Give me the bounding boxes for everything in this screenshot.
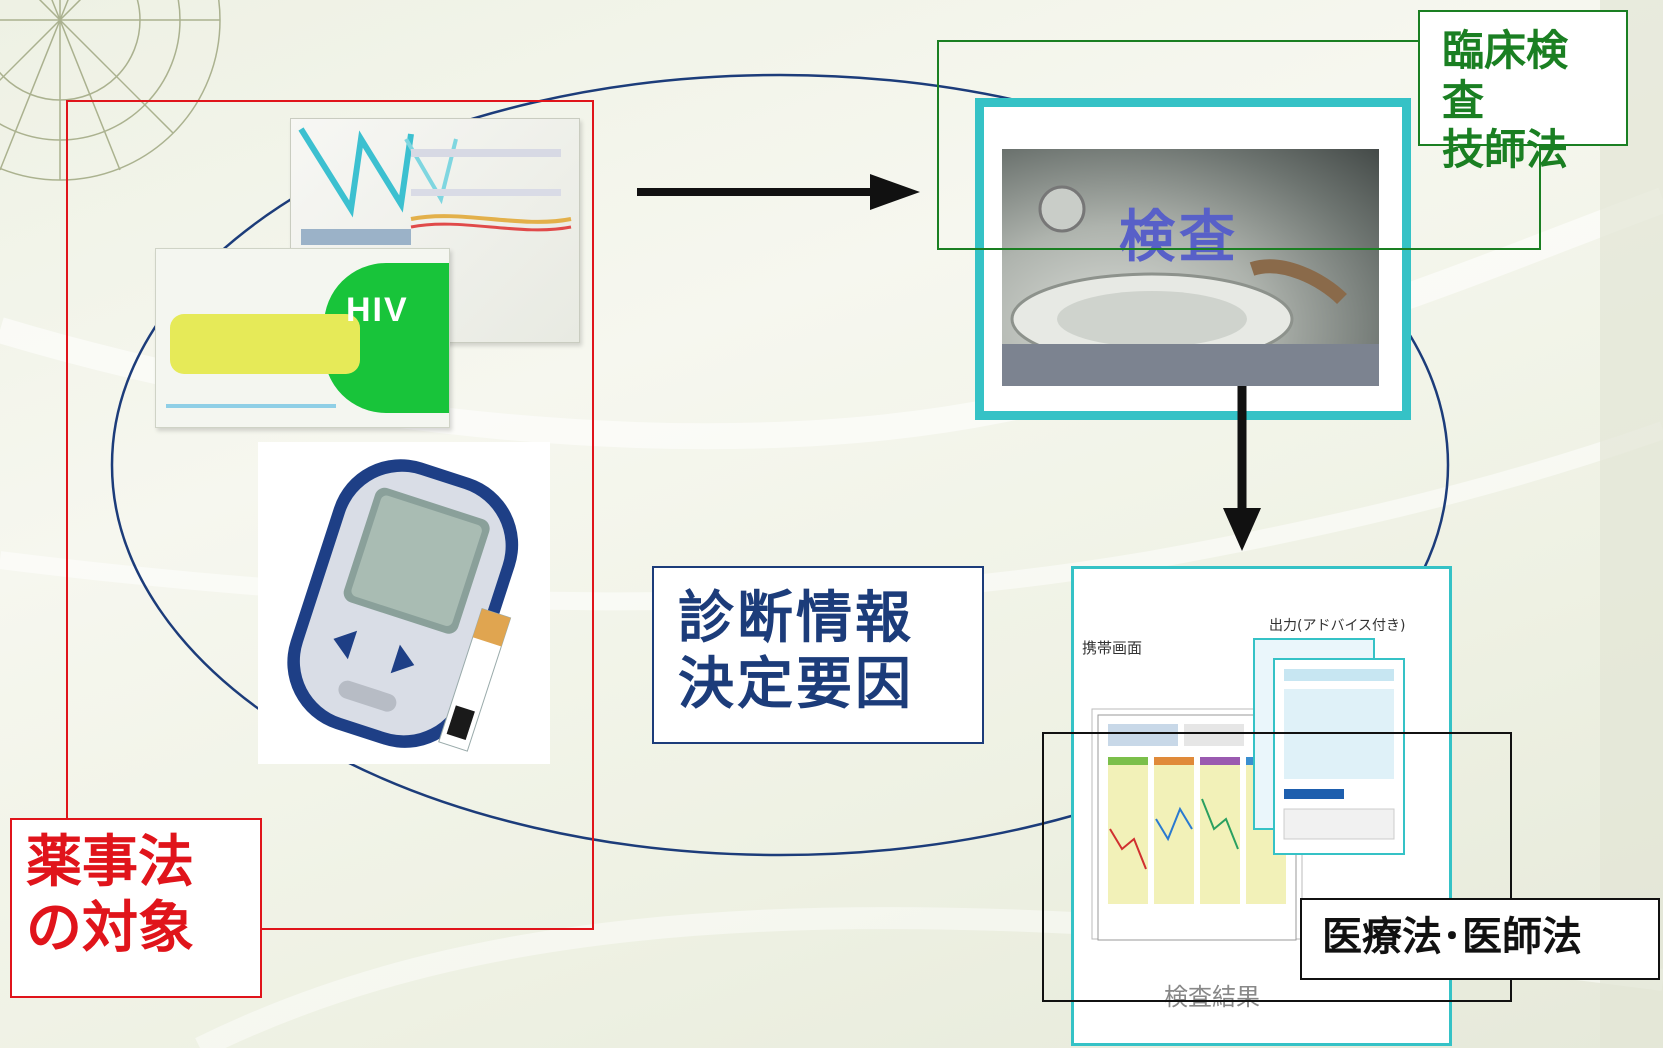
test-device-panel: 検査	[975, 98, 1411, 420]
clinical-tech-law-label: 臨床検査 技師法	[1418, 10, 1628, 174]
hiv-kit-footer-line	[166, 404, 336, 408]
arrow-down-icon	[1223, 386, 1261, 551]
test-device-photo	[1002, 149, 1379, 386]
report-header-right: 出力(アドバイス付き)	[1269, 618, 1406, 634]
test-kit-graphic-icon	[298, 127, 572, 245]
test-label: 検査	[1119, 205, 1239, 270]
analyzer-machine-icon	[1002, 185, 1379, 386]
hiv-brand-text: HIV	[346, 291, 409, 329]
report-header-left: 携帯画面	[1082, 639, 1143, 657]
report-title: 検査結果	[1164, 983, 1260, 1011]
glucose-meter-image	[258, 442, 550, 764]
medical-law-label: 医療法･医師法	[1300, 898, 1660, 980]
report-charts-icon	[1091, 638, 1405, 941]
hiv-test-kit-image: HIV	[155, 248, 450, 428]
diagnosis-info-label: 診断情報 決定要因	[652, 566, 984, 744]
arrow-right-icon	[637, 174, 920, 210]
pharma-law-scope-frame	[66, 100, 594, 930]
medical-law-frame	[1042, 732, 1512, 1002]
pharma-law-label: 薬事法 の対象	[10, 818, 262, 998]
hiv-kit-yellow-strip	[170, 314, 360, 374]
glucose-meter-icon	[287, 459, 519, 752]
